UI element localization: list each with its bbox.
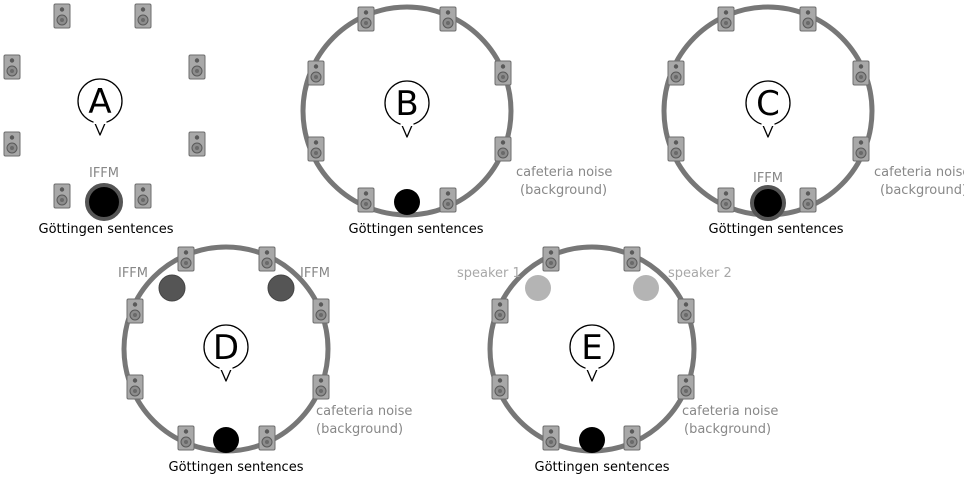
loudspeaker-icon: [677, 298, 695, 324]
loudspeaker-icon: [494, 136, 512, 162]
loudspeaker-icon: [126, 298, 144, 324]
noise-label: cafeteria noise: [316, 404, 412, 419]
noise-label-sub: (background): [880, 183, 964, 198]
loudspeaker-icon: [177, 425, 195, 451]
iffm-label: IFFM: [753, 171, 783, 186]
panel-letter: E: [581, 328, 602, 368]
loudspeaker-icon: [667, 60, 685, 86]
iffm-label: IFFM: [89, 166, 119, 181]
iffm-source: [158, 274, 186, 302]
panel-caption: Göttingen sentences: [169, 460, 304, 475]
loudspeaker-icon: [134, 3, 152, 29]
loudspeaker-icon: [439, 187, 457, 213]
loudspeaker-icon: [357, 187, 375, 213]
loudspeaker-icon: [307, 136, 325, 162]
iffm-target-source: [750, 185, 786, 221]
loudspeaker-icon: [53, 3, 71, 29]
noise-label: cafeteria noise: [516, 165, 612, 180]
target-source: [394, 189, 420, 215]
loudspeaker-icon: [717, 6, 735, 32]
noise-label-sub: (background): [316, 422, 403, 437]
loudspeaker-icon: [126, 374, 144, 400]
loudspeaker-icon: [852, 136, 870, 162]
loudspeaker-icon: [177, 246, 195, 272]
loudspeaker-icon: [307, 60, 325, 86]
panel-letter: B: [395, 84, 418, 124]
loudspeaker-icon: [799, 187, 817, 213]
loudspeaker-icon: [494, 60, 512, 86]
loudspeaker-icon: [852, 60, 870, 86]
loudspeaker-icon: [717, 187, 735, 213]
loudspeaker-icon: [491, 298, 509, 324]
target-source: [579, 427, 605, 453]
loudspeaker-icon: [623, 246, 641, 272]
loudspeaker-icon: [799, 6, 817, 32]
loudspeaker-icon: [357, 6, 375, 32]
loudspeaker-icon: [3, 54, 21, 80]
iffm-target-source: [85, 183, 123, 221]
loudspeaker-icon: [677, 374, 695, 400]
panel-c: C IFFM cafeteria noise (background) Gött…: [661, 4, 964, 237]
loudspeaker-icon: [542, 246, 560, 272]
panel-letter: A: [88, 82, 111, 122]
panel-b: B cafeteria noise (background) Göttingen…: [300, 4, 612, 237]
panel-letter: D: [213, 328, 239, 368]
panel-caption: Göttingen sentences: [535, 460, 670, 475]
loudspeaker-icon: [53, 183, 71, 209]
panel-a: A IFFM Göttingen sentences: [3, 3, 206, 237]
loudspeaker-icon: [3, 131, 21, 157]
loudspeaker-icon: [439, 6, 457, 32]
loudspeaker-icon: [623, 425, 641, 451]
panel-e: speaker 1 speaker 2 E cafeteria noise (b…: [457, 244, 778, 475]
loudspeaker-icon: [312, 374, 330, 400]
loudspeaker-icon: [188, 54, 206, 80]
panel-caption: Göttingen sentences: [39, 222, 174, 237]
noise-label-sub: (background): [684, 422, 771, 437]
iffm-label-right: IFFM: [300, 266, 330, 281]
competing-speaker-source: [525, 275, 551, 301]
loudspeaker-icon: [134, 183, 152, 209]
iffm-source: [267, 274, 295, 302]
loudspeaker-icon: [491, 374, 509, 400]
loudspeaker-icon: [667, 136, 685, 162]
noise-label-sub: (background): [520, 183, 607, 198]
loudspeaker-icon: [258, 246, 276, 272]
speaker-1-label: speaker 1: [457, 266, 521, 281]
speaker-2-label: speaker 2: [668, 266, 732, 281]
noise-label: cafeteria noise: [682, 404, 778, 419]
panel-d: IFFM IFFM D cafeteria noise (background)…: [118, 244, 412, 475]
target-source: [213, 427, 239, 453]
loudspeaker-icon: [188, 131, 206, 157]
iffm-label-left: IFFM: [118, 266, 148, 281]
competing-speaker-source: [633, 275, 659, 301]
panel-letter: C: [756, 84, 780, 124]
panel-caption: Göttingen sentences: [349, 222, 484, 237]
panel-caption: Göttingen sentences: [709, 222, 844, 237]
loudspeaker-icon: [542, 425, 560, 451]
loudspeaker-icon: [258, 425, 276, 451]
loudspeaker-icon: [312, 298, 330, 324]
noise-label: cafeteria noise: [874, 165, 964, 180]
